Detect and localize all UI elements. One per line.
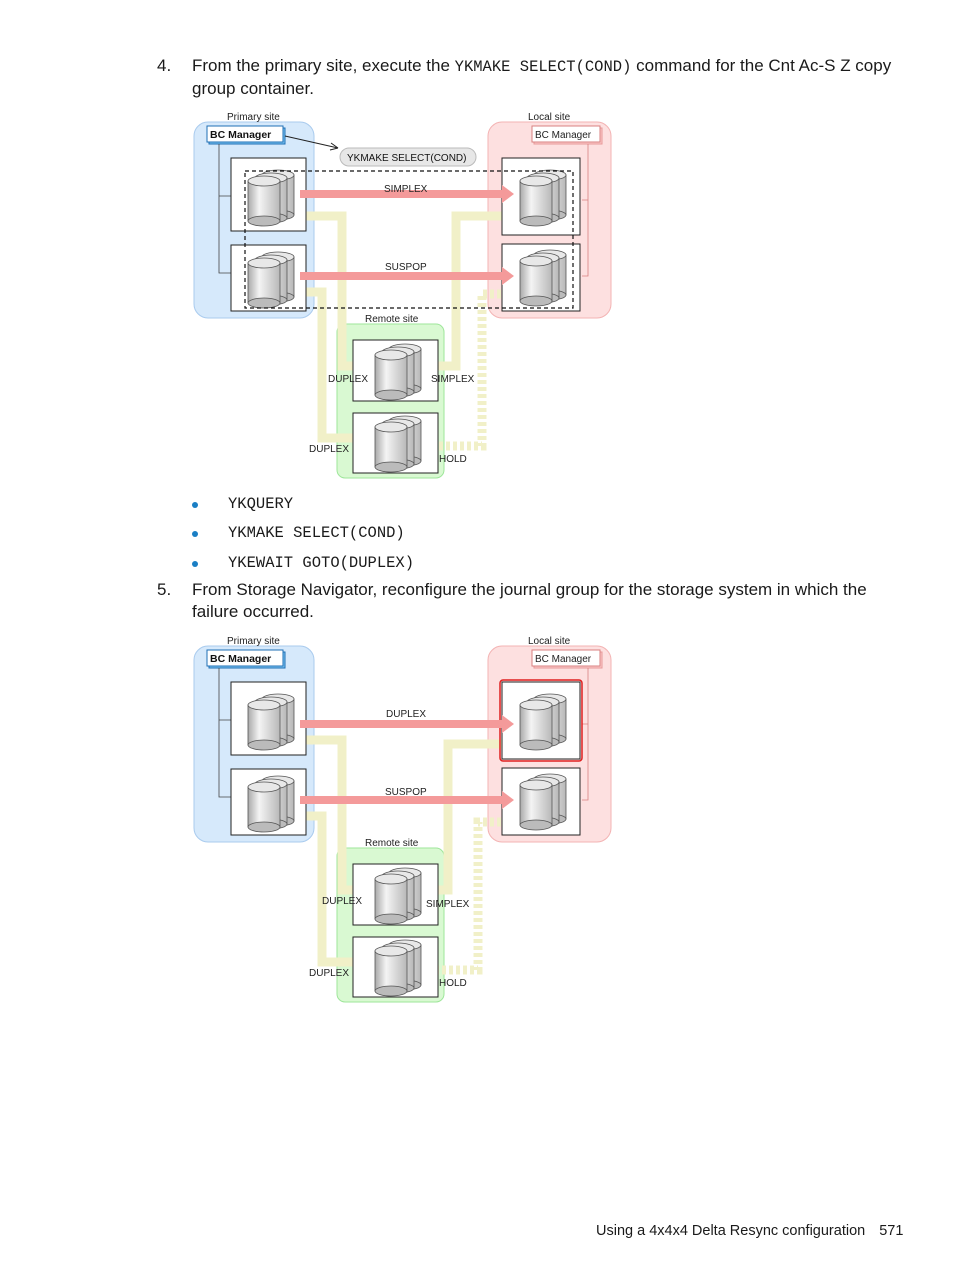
pair-bottom-status: SUSPOP [385, 262, 427, 273]
local-disk-bottom [519, 773, 567, 831]
primary-disk-bottom [247, 775, 295, 833]
bc-manager-local-box [531, 649, 601, 667]
local-disk-bottom [519, 249, 567, 307]
bullet-dot [192, 502, 198, 508]
journal-path-3 [430, 211, 508, 371]
journal-path-4 [430, 817, 508, 975]
command-inline: YKMAKE SELECT(COND) [454, 58, 632, 76]
local-site-label: Local site [528, 112, 571, 123]
page-footer: Using a 4x4x4 Delta Resync configuration… [596, 1223, 903, 1239]
remote-disk-top [374, 867, 422, 925]
primary-disk-bottom [247, 251, 295, 309]
bullet-command: YKMAKE SELECT(COND) [228, 524, 405, 542]
pair-arrow-shafts [300, 720, 502, 804]
page-number: 571 [879, 1223, 904, 1239]
bc-manager-local-box [531, 125, 601, 143]
callout-pointer [284, 135, 339, 149]
pair-top-status: DUPLEX [386, 709, 426, 720]
copy-group-container [244, 170, 574, 309]
local-tree [582, 144, 589, 277]
bullet-command: YKEWAIT GOTO(DUPLEX) [228, 554, 415, 572]
diagram-1: Primary site Local site Remote site BC M… [193, 112, 612, 479]
bc-manager-primary-box [206, 649, 284, 667]
remote-top-right-status: SIMPLEX [426, 899, 470, 910]
primary-disk-top [247, 693, 295, 751]
step-number: 4. [157, 56, 172, 75]
primary-site-label: Primary site [227, 112, 280, 123]
pair-arrowheads [502, 715, 514, 809]
local-tree [582, 668, 589, 801]
remote-bottom-left-status: DUPLEX [309, 968, 349, 979]
remote-bottom-right-status: HOLD [439, 978, 467, 989]
journal-path-3 [430, 739, 508, 895]
step-number: 5. [157, 580, 172, 599]
bullet-dot [192, 531, 198, 537]
diagram-2: Primary site Local site Remote site BC M… [193, 636, 612, 1003]
bc-manager-local-label: BC Manager [535, 130, 592, 141]
remote-site-label: Remote site [365, 838, 419, 849]
bc-manager-local-label: BC Manager [535, 654, 592, 665]
local-site-label: Local site [528, 636, 571, 647]
pair-top-status: SIMPLEX [384, 184, 428, 195]
remote-disk-bottom [374, 415, 422, 473]
bc-manager-primary-label: BC Manager [210, 129, 271, 141]
journal-path-4 [430, 289, 508, 451]
remote-bottom-right-status: HOLD [439, 454, 467, 465]
remote-disk-top [374, 343, 422, 401]
local-disk-top [519, 693, 567, 751]
bullet-dot [192, 561, 198, 567]
footer-title: Using a 4x4x4 Delta Resync configuration [596, 1223, 866, 1239]
bullet-command: YKQUERY [228, 495, 294, 513]
remote-top-left-status: DUPLEX [328, 374, 368, 385]
pair-bottom-status: SUSPOP [385, 787, 427, 798]
bc-manager-primary-label: BC Manager [210, 653, 271, 665]
step-text-after: command for the Cnt Ac-S Z copy group co… [192, 56, 892, 98]
pair-arrowheads [502, 185, 514, 285]
journal-path-2 [302, 287, 370, 443]
step-text: From the primary site, execute the YKMAK… [192, 55, 892, 100]
step-text-before: From the primary site, execute the [192, 56, 455, 75]
remote-disk-bottom [374, 939, 422, 997]
callout-arrowhead [329, 142, 339, 151]
remote-site-label: Remote site [365, 314, 419, 325]
remote-top-left-status: DUPLEX [322, 896, 362, 907]
journal-path-2 [302, 811, 370, 967]
primary-tree [218, 668, 231, 798]
primary-tree [218, 144, 231, 274]
command-callout-label: YKMAKE SELECT(COND) [347, 153, 466, 164]
primary-disk-top [247, 169, 295, 227]
remote-bottom-left-status: DUPLEX [309, 444, 349, 455]
command-callout [339, 147, 477, 167]
pair-arrow-shafts [300, 190, 502, 280]
bc-manager-primary-box [206, 125, 284, 143]
primary-site-label: Primary site [227, 636, 280, 647]
remote-top-right-status: SIMPLEX [431, 374, 475, 385]
local-disk-top [519, 169, 567, 227]
step-text: From Storage Navigator, reconfigure the … [192, 580, 867, 621]
